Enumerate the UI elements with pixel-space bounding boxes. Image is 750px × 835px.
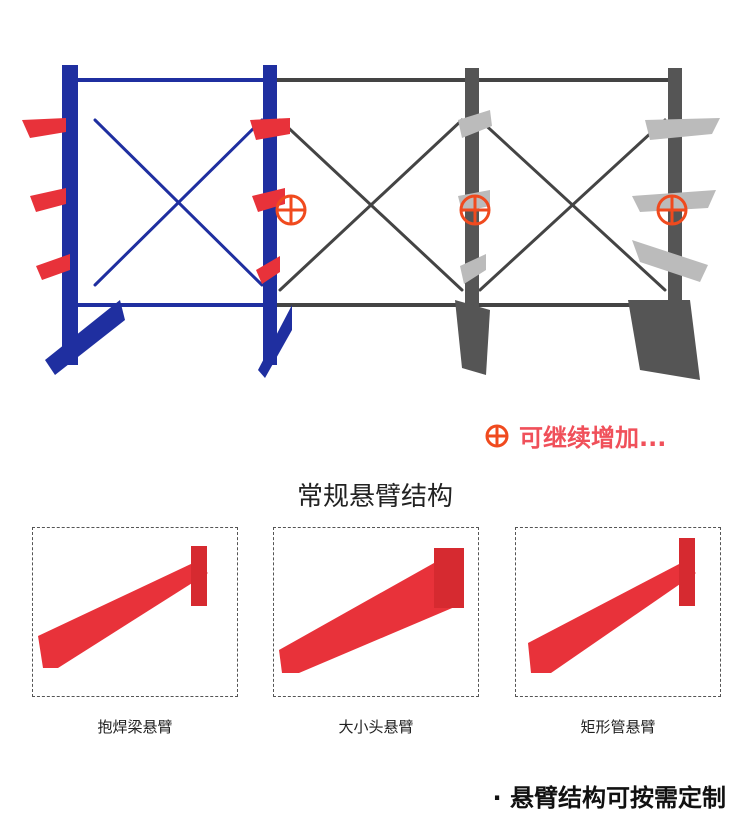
gray-arms xyxy=(458,110,720,284)
arm-label: 抱焊梁悬臂 xyxy=(97,718,173,736)
plus-circle-icon xyxy=(275,194,307,226)
add-markers xyxy=(275,194,688,226)
plus-circle-icon xyxy=(459,194,491,226)
custom-note: · 悬臂结构可按需定制 xyxy=(492,784,726,812)
add-more-note: 可继续增加... xyxy=(485,418,666,453)
arm-label: 矩形管悬臂 xyxy=(580,718,656,736)
upright-4 xyxy=(628,68,700,380)
add-more-text: 可继续增加... xyxy=(519,424,667,452)
arm-card-tapered xyxy=(273,527,479,697)
section-title: 常规悬臂结构 xyxy=(296,482,453,512)
arm-image xyxy=(38,546,208,668)
upright-3 xyxy=(455,68,490,375)
cantilever-rack-illustration xyxy=(22,65,720,380)
plus-circle-icon xyxy=(485,424,509,447)
blue-cross-braces xyxy=(93,118,264,287)
arm-label: 大小头悬臂 xyxy=(338,718,414,736)
arm-image xyxy=(528,538,696,673)
plus-circle-icon xyxy=(656,194,688,226)
arm-image xyxy=(279,548,464,673)
gray-cross-braces xyxy=(278,118,667,292)
arm-card-rect-tube xyxy=(515,527,721,697)
upright-1 xyxy=(45,65,125,375)
red-arms xyxy=(22,118,290,284)
upright-2 xyxy=(258,65,292,378)
arm-card-hug-weld xyxy=(32,527,238,697)
